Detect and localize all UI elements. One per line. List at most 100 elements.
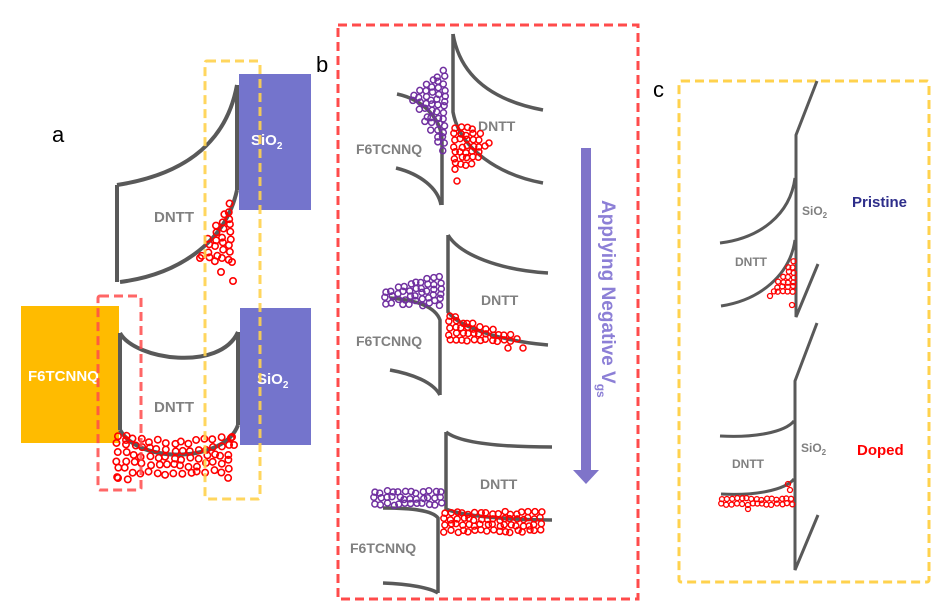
sio2-label-doped: SiO2 <box>801 441 827 457</box>
hole-icon <box>723 501 730 508</box>
hole-icon <box>504 344 512 352</box>
panel-c-frame <box>677 79 931 584</box>
hole-icon <box>129 450 138 459</box>
hole-icon <box>790 258 797 265</box>
dntt-label-a-top: DNTT <box>154 209 194 226</box>
hole-icon <box>187 468 196 477</box>
electron-icon <box>434 83 443 92</box>
hole-icon <box>766 292 774 300</box>
hole-icon <box>733 500 741 507</box>
hole-icon <box>474 153 483 161</box>
hole-icon <box>192 462 201 471</box>
panel-a: a SiO2 DNTT F6TCNNQ SiO2 DNTT <box>21 59 311 501</box>
band-diagram-doped: DNTT SiO2 Doped <box>718 322 904 571</box>
hole-icon <box>531 507 539 516</box>
electron-cluster-b1 <box>409 66 450 155</box>
hole-icon <box>469 325 477 333</box>
hole-icon <box>155 460 164 469</box>
electron-cluster-b2 <box>381 272 446 310</box>
electron-icon <box>394 295 403 304</box>
electron-icon <box>428 106 436 115</box>
electron-icon <box>439 80 448 88</box>
negative-vgs-arrow: Applying Negative Vgs <box>573 148 618 484</box>
hole-icon <box>224 473 233 482</box>
hole-icon <box>464 510 472 519</box>
hole-icon <box>210 466 219 475</box>
dntt-label-b1: DNTT <box>478 118 516 134</box>
hole-icon <box>161 445 170 454</box>
arrow-head-icon <box>573 470 599 484</box>
hole-icon <box>452 329 461 337</box>
hole-icon <box>161 452 170 461</box>
electron-icon <box>440 139 449 147</box>
hole-icon <box>186 453 195 462</box>
hole-icon <box>447 526 455 534</box>
hole-cluster-pristine <box>766 258 798 309</box>
electron-icon <box>411 292 419 300</box>
hole-icon <box>459 329 468 337</box>
hole-icon <box>212 228 221 237</box>
hole-icon <box>453 508 462 516</box>
conduction-band-top <box>116 84 239 187</box>
hole-icon <box>114 463 123 472</box>
electron-icon <box>432 107 441 116</box>
hole-icon <box>738 500 746 508</box>
electron-cluster-b3 <box>370 486 446 510</box>
dntt-conduction-b2 <box>446 234 549 275</box>
hole-icon <box>445 317 453 325</box>
hole-icon <box>154 453 163 462</box>
electron-icon <box>418 295 427 303</box>
hole-icon <box>451 313 460 321</box>
hole-icon <box>525 522 533 530</box>
hole-icon <box>184 462 193 471</box>
electron-icon <box>433 73 441 81</box>
hole-icon <box>123 475 132 484</box>
hole-icon <box>493 337 502 346</box>
pristine-state-label: Pristine <box>852 194 907 211</box>
hole-icon <box>768 501 775 509</box>
hole-icon <box>224 455 233 464</box>
hole-icon <box>770 288 778 295</box>
hole-icon <box>211 242 220 251</box>
hole-icon <box>219 224 228 233</box>
f6tcnnq-lower-b3 <box>382 581 439 595</box>
hole-icon <box>789 282 797 290</box>
hole-icon <box>494 510 503 518</box>
hole-icon <box>146 452 155 461</box>
electron-icon <box>412 495 420 503</box>
hole-cluster-a-bottom <box>112 431 239 484</box>
electron-icon <box>436 290 445 298</box>
hole-icon <box>444 331 453 339</box>
hole-icon <box>475 136 483 144</box>
electron-icon <box>439 128 448 137</box>
hole-icon <box>469 129 477 137</box>
electron-icon <box>411 296 420 305</box>
sio2-block-bottom <box>240 308 311 445</box>
electron-icon <box>388 492 396 501</box>
hole-icon <box>152 444 161 453</box>
sio2-band-doped <box>793 322 820 571</box>
electron-icon <box>434 133 442 141</box>
f6tcnnq-block <box>21 306 119 443</box>
sio2-label-bottom: SiO2 <box>257 371 289 391</box>
hole-icon <box>506 330 515 339</box>
hole-cluster-b3 <box>439 507 546 537</box>
electron-icon <box>406 292 415 300</box>
hole-icon <box>153 469 162 478</box>
electron-icon <box>390 501 399 510</box>
hole-icon <box>217 468 226 477</box>
hole-icon <box>450 155 459 163</box>
hole-icon <box>113 448 122 457</box>
hole-icon <box>225 215 234 224</box>
electron-icon <box>440 72 449 80</box>
hole-icon <box>440 514 448 522</box>
hole-icon <box>758 496 765 504</box>
hole-icon <box>483 527 491 535</box>
hole-icon <box>773 496 780 503</box>
hole-icon <box>217 442 226 451</box>
band-diagram-b1: F6TCNNQ DNTT <box>356 33 544 206</box>
hole-icon <box>500 520 508 529</box>
electron-icon <box>426 126 435 134</box>
highlight-box-dopant-interface <box>96 294 143 492</box>
electron-icon <box>371 488 379 496</box>
